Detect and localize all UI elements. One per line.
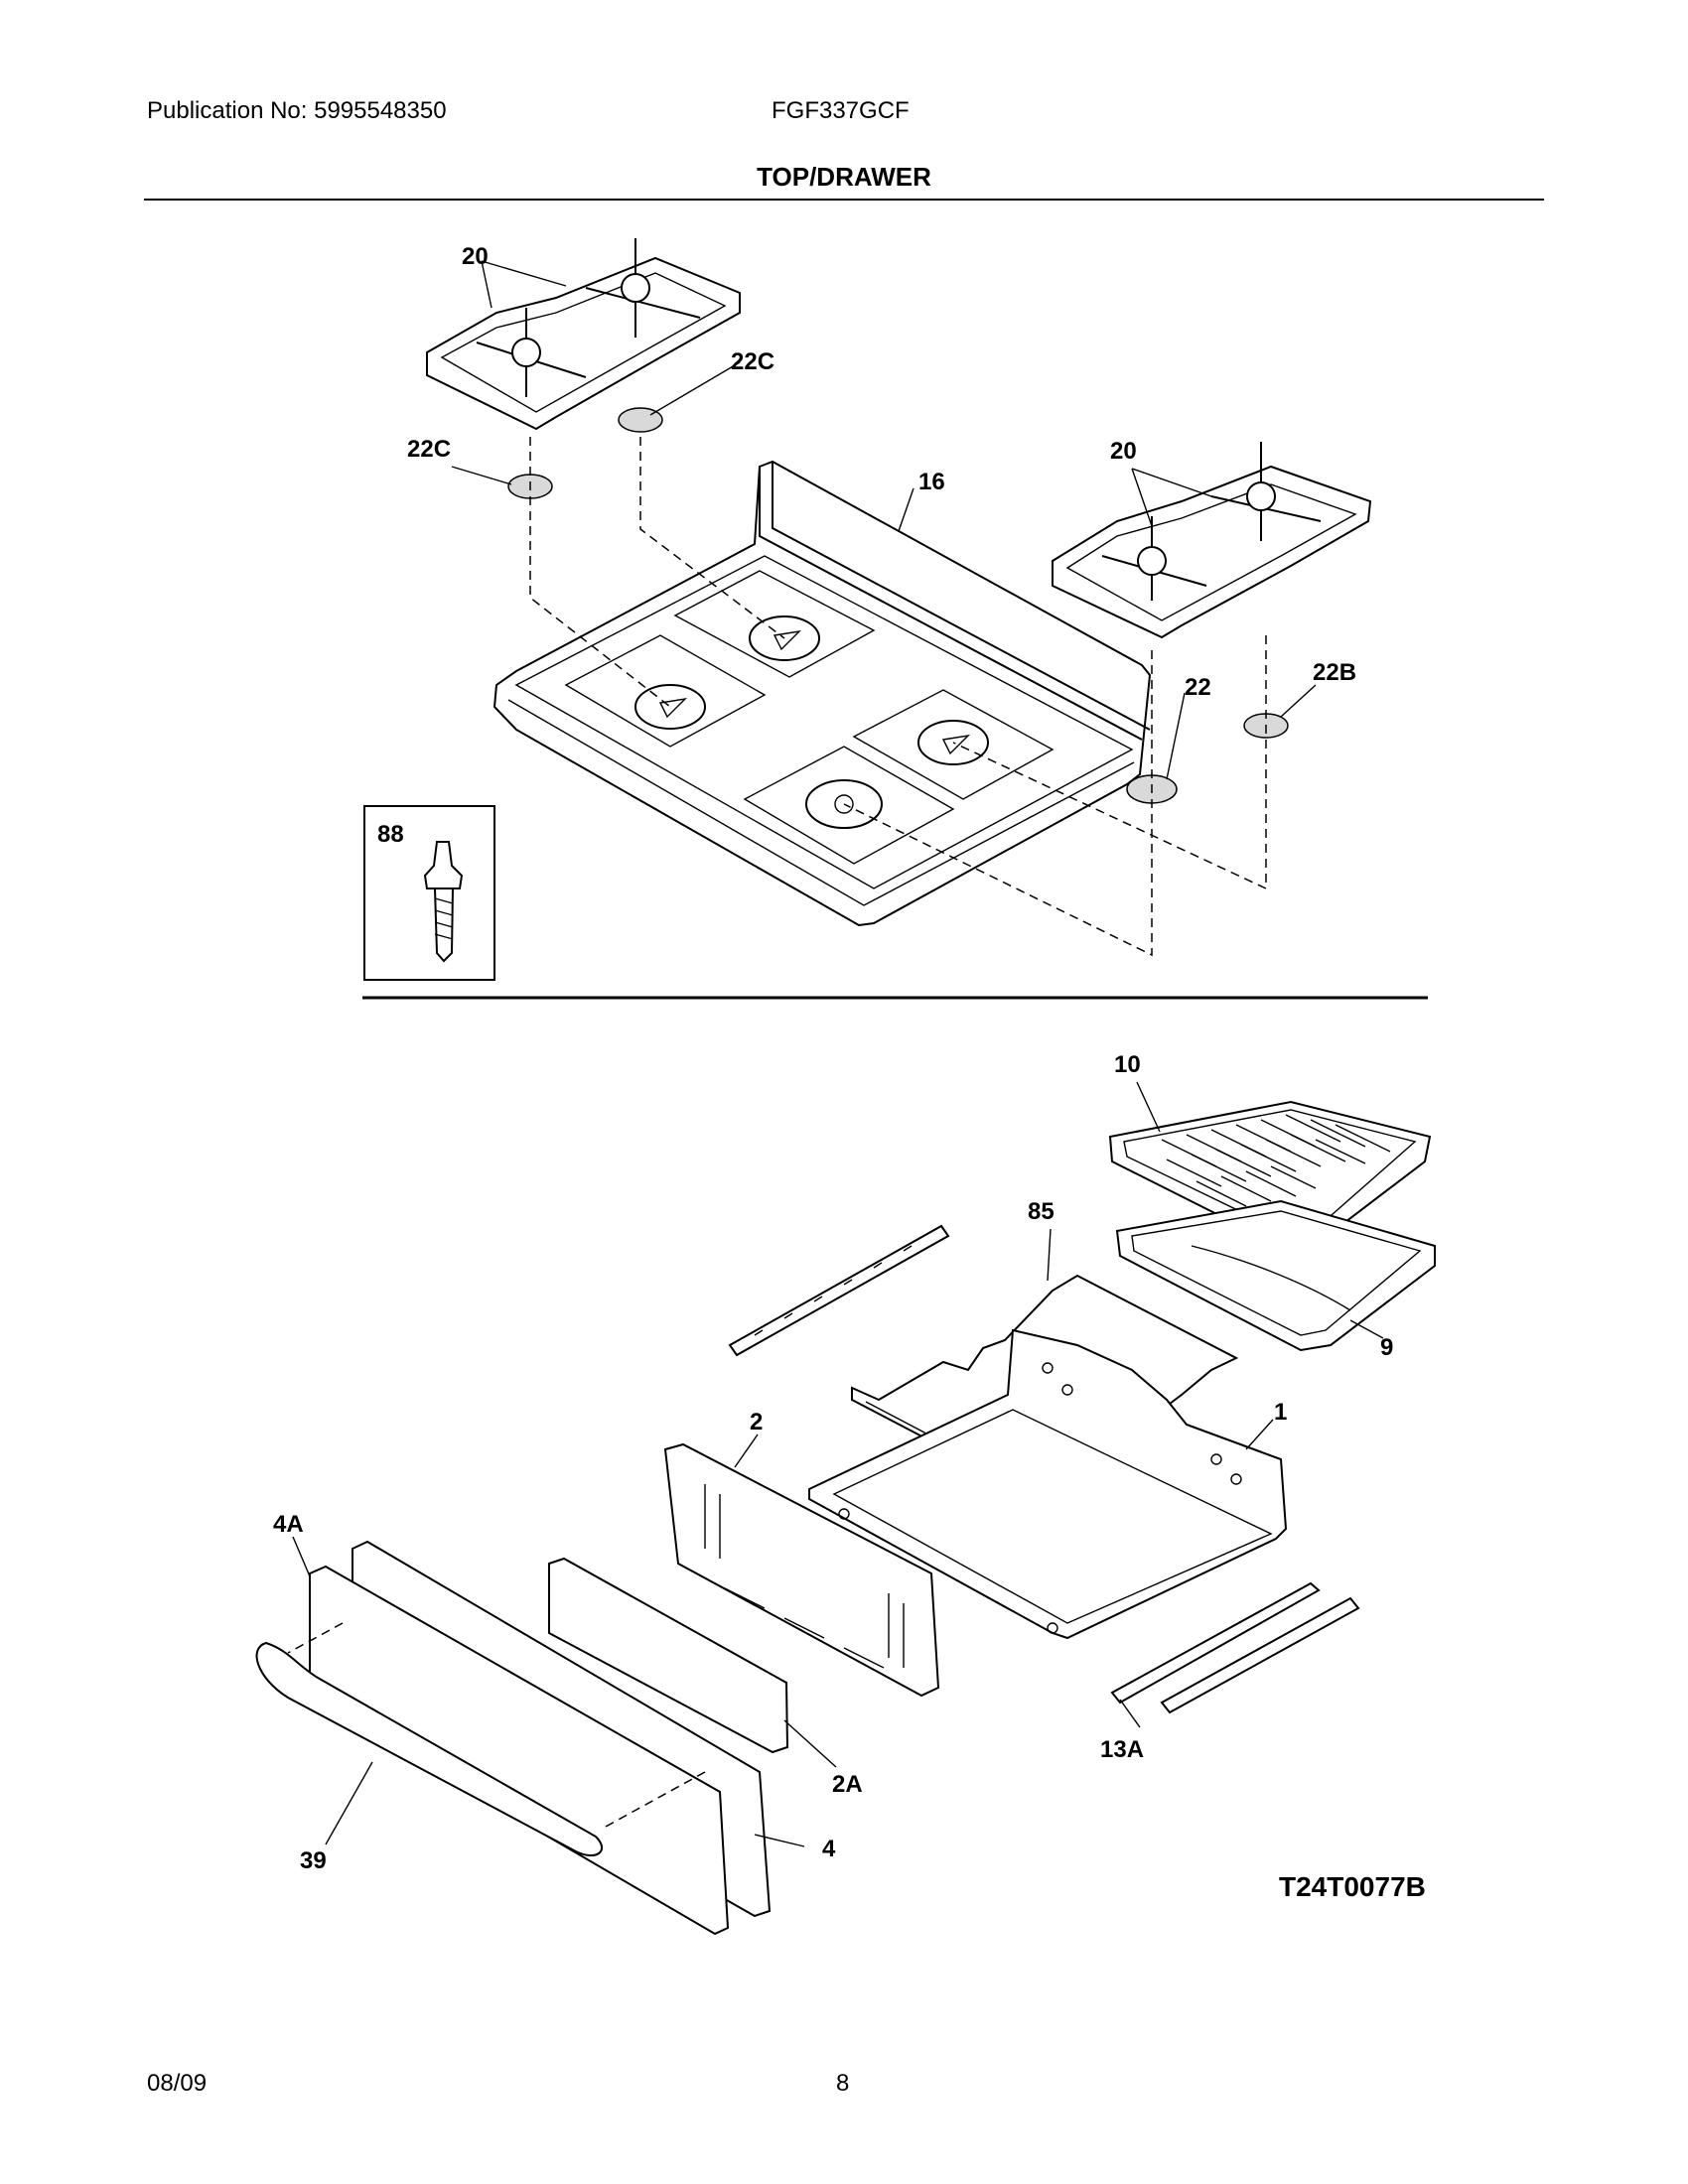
label-drawer-front-outer: 4A — [273, 1511, 304, 1538]
drawer-back-part — [663, 1442, 940, 1698]
header-divider — [144, 199, 1544, 201]
label-grate-left: 20 — [462, 243, 489, 270]
drawer-body-part — [808, 1328, 1288, 1640]
label-drawer-rack: 85 — [1028, 1198, 1055, 1225]
slide-rail-part — [1110, 1581, 1360, 1714]
rear-rail-part — [728, 1224, 950, 1357]
broiler-pan-part — [1115, 1199, 1436, 1352]
cooktop-part — [492, 460, 1152, 927]
label-cap-left-upper: 22C — [731, 348, 774, 375]
label-cap-right-front: 22 — [1185, 674, 1211, 701]
label-drawer-front: 4 — [822, 1836, 836, 1862]
assembly-lines-top — [529, 437, 1267, 957]
label-drawer-back: 2 — [750, 1409, 763, 1435]
label-cap-right-rear: 22B — [1313, 659, 1356, 686]
drawer-panel-part — [548, 1557, 789, 1754]
label-screw-inset: 88 — [377, 821, 404, 848]
section-title: TOP/DRAWER — [757, 162, 931, 192]
leaders-bottom — [292, 1081, 1384, 1847]
grate-left-part — [426, 238, 741, 431]
label-broiler-grid: 10 — [1114, 1051, 1141, 1078]
label-cap-left-lower: 22C — [407, 436, 451, 463]
label-handle: 39 — [300, 1847, 327, 1874]
label-cooktop: 16 — [918, 469, 945, 495]
grate-right-part — [1052, 442, 1372, 639]
diagram-code: T24T0077B — [1279, 1871, 1426, 1902]
handle-part — [255, 1641, 604, 1856]
label-broiler-pan: 9 — [1380, 1334, 1393, 1361]
screw-inset — [363, 805, 495, 981]
model-number: FGF337GCF — [772, 97, 910, 124]
leaders-top — [451, 260, 1317, 780]
page-number: 8 — [836, 2070, 850, 2097]
label-drawer-panel: 2A — [832, 1771, 863, 1798]
assembly-lines-bottom — [287, 1622, 706, 1828]
broiler-grid-part — [1108, 1100, 1432, 1251]
publication-number: Publication No: 5995548350 — [147, 97, 447, 124]
label-grate-right: 20 — [1110, 438, 1137, 465]
footer-date: 08/09 — [147, 2070, 208, 2097]
label-slide-rail: 13A — [1100, 1736, 1144, 1763]
label-drawer-body: 1 — [1274, 1399, 1287, 1426]
